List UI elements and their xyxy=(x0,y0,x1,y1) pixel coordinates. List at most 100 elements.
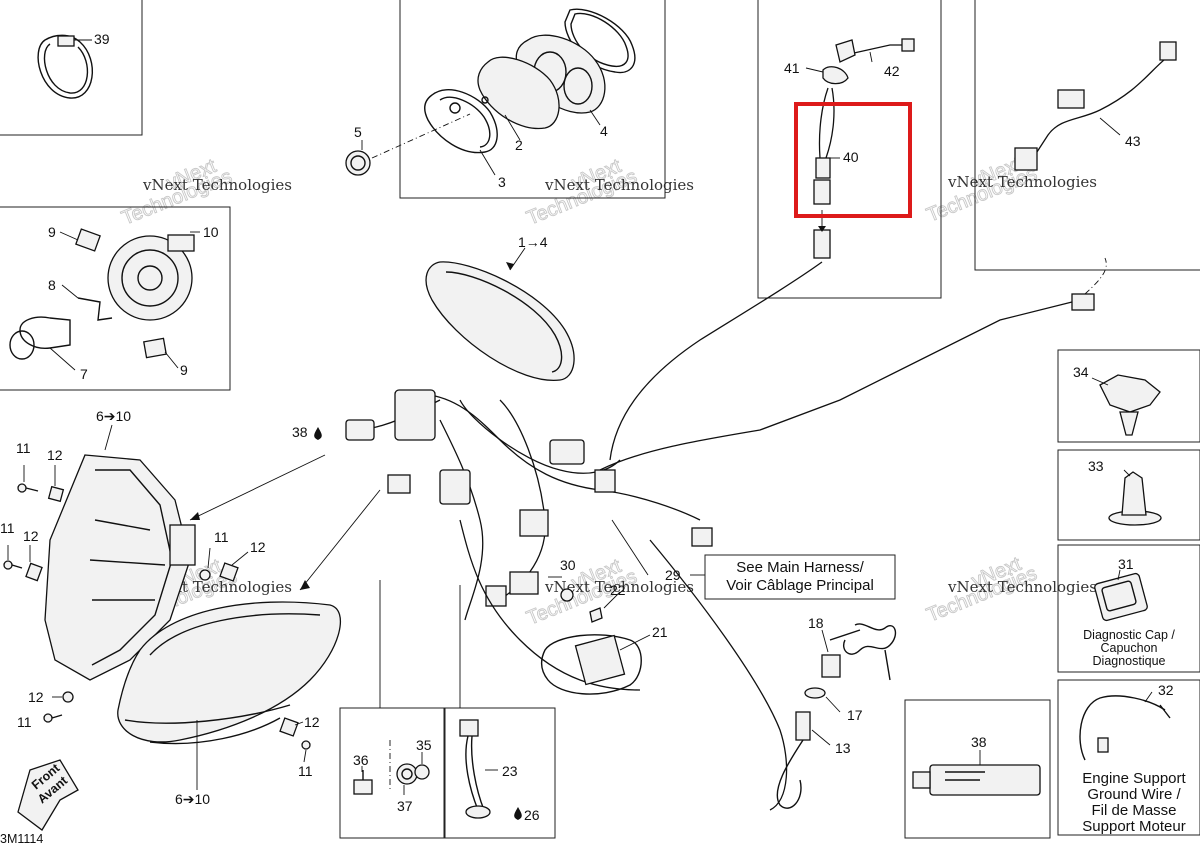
label-1-4: 1→4 xyxy=(518,234,548,250)
label-9b: 9 xyxy=(180,362,188,378)
label-22: 22 xyxy=(610,582,626,598)
label-32: 32 xyxy=(1158,682,1174,698)
frame-43 xyxy=(974,0,1200,271)
label-23: 23 xyxy=(502,763,518,779)
label-12d: 12 xyxy=(28,689,44,705)
label-39: 39 xyxy=(94,31,110,47)
label-6-10b: 6➔10 xyxy=(175,791,210,807)
label-11e: 11 xyxy=(298,763,313,779)
part-38-grease-tube xyxy=(912,750,1041,796)
label-36: 36 xyxy=(353,752,369,768)
label-4: 4 xyxy=(600,123,608,139)
main-harness-line1: See Main Harness/ xyxy=(736,559,864,576)
part-2-3-4-5-gauge xyxy=(345,8,636,176)
frame-39 xyxy=(0,0,143,136)
label-11b: 11 xyxy=(0,520,15,536)
diag-cap-line1: Diagnostic Cap / xyxy=(1083,628,1175,642)
frame-23 xyxy=(444,707,556,839)
callout-main-harness: See Main Harness/ Voir Câblage Principal xyxy=(704,554,896,600)
main-harness xyxy=(345,257,1107,811)
frame-gauge xyxy=(399,0,666,199)
label-31: 31 xyxy=(1118,556,1134,572)
label-43: 43 xyxy=(1125,133,1141,149)
label-30: 30 xyxy=(560,557,576,573)
hardware-11-12 xyxy=(3,465,311,763)
part-43-harness xyxy=(1014,41,1177,171)
label-12c: 12 xyxy=(250,539,266,555)
label-21: 21 xyxy=(652,624,668,640)
label-12e: 12 xyxy=(304,714,320,730)
label-33: 33 xyxy=(1088,458,1104,474)
frame-40 xyxy=(757,0,942,299)
callout-diagnostic-cap: Diagnostic Cap / Capuchon Diagnostique xyxy=(1083,628,1175,668)
label-7: 7 xyxy=(80,366,88,382)
diag-cap-line2: Capuchon xyxy=(1101,641,1158,655)
grease-drop-icons xyxy=(314,427,522,820)
drop-icon xyxy=(314,427,322,440)
callout-ground-wire: Engine Support Ground Wire / Fil de Mass… xyxy=(1082,770,1186,835)
watermark-5: vNext Technologies xyxy=(544,578,694,596)
frame-32 xyxy=(1057,679,1200,836)
part-13-17-18-tether xyxy=(776,623,897,809)
label-41: 41 xyxy=(784,60,800,76)
watermark-2: vNext Technologies xyxy=(544,176,694,194)
label-2: 2 xyxy=(515,137,523,153)
part-35-36-37 xyxy=(353,740,430,795)
part-33-push-rivet xyxy=(1108,469,1162,526)
frame-31 xyxy=(1057,544,1200,673)
highlight-box-part-40 xyxy=(794,102,912,218)
watermarks: Technologies vNext vNext Technologies Te… xyxy=(118,152,1097,630)
label-12a: 12 xyxy=(47,447,63,463)
leaders-main xyxy=(189,454,705,708)
label-12b: 12 xyxy=(23,528,39,544)
label-11d: 11 xyxy=(17,714,32,730)
label-35: 35 xyxy=(416,737,432,753)
part-34-clip xyxy=(1091,374,1161,436)
drawing-code: 3M1114 xyxy=(0,832,43,845)
ground-line3: Fil de Masse xyxy=(1091,802,1176,819)
label-13: 13 xyxy=(835,740,851,756)
label-29: 29 xyxy=(665,567,681,583)
front-arrow: Front Avant xyxy=(17,759,79,831)
main-harness-line2: Voir Câblage Principal xyxy=(726,577,874,594)
part-7-8-9-10-bulb xyxy=(9,228,200,371)
label-6-10a: 6➔10 xyxy=(96,408,131,424)
frame-38 xyxy=(904,699,1051,839)
gauge-cluster-assembly xyxy=(425,247,575,381)
frame-headlamp xyxy=(0,206,231,391)
label-9a: 9 xyxy=(48,224,56,240)
part-39-strap xyxy=(37,34,94,99)
label-11c: 11 xyxy=(214,529,229,545)
watermark-6: vNext Technologies xyxy=(947,578,1097,596)
label-5: 5 xyxy=(354,124,362,140)
ground-line2: Ground Wire / xyxy=(1087,786,1181,803)
drop-icon xyxy=(514,807,522,820)
label-37: 37 xyxy=(397,798,413,814)
label-42: 42 xyxy=(884,63,900,79)
label-18: 18 xyxy=(808,615,824,631)
label-8: 8 xyxy=(48,277,56,293)
part-23-26-sensor xyxy=(459,719,498,819)
label-17: 17 xyxy=(847,707,863,723)
part-31-diagnostic-cap xyxy=(1094,569,1148,622)
frame-36 xyxy=(339,707,445,839)
frame-34 xyxy=(1057,349,1200,443)
ground-line4: Support Moteur xyxy=(1082,818,1185,835)
part-32-ground-wire xyxy=(1079,691,1171,761)
label-34: 34 xyxy=(1073,364,1089,380)
part-number-labels: 39 5 3 2 4 1→4 41 42 40 43 9 10 8 7 9 6➔… xyxy=(0,31,1174,845)
part-40-41-42-harness xyxy=(794,38,915,259)
label-3: 3 xyxy=(498,174,506,190)
headlamp-assembly xyxy=(44,424,342,790)
frame-33 xyxy=(1057,449,1200,541)
label-10: 10 xyxy=(203,224,219,240)
watermark-1: vNext Technologies xyxy=(142,176,292,194)
label-40: 40 xyxy=(843,149,859,165)
ground-line1: Engine Support xyxy=(1082,770,1186,787)
diag-cap-line3: Diagnostique xyxy=(1093,654,1166,668)
label-11a: 11 xyxy=(16,440,31,456)
label-38b: 38 xyxy=(971,734,987,750)
label-38a: 38 xyxy=(292,424,308,440)
